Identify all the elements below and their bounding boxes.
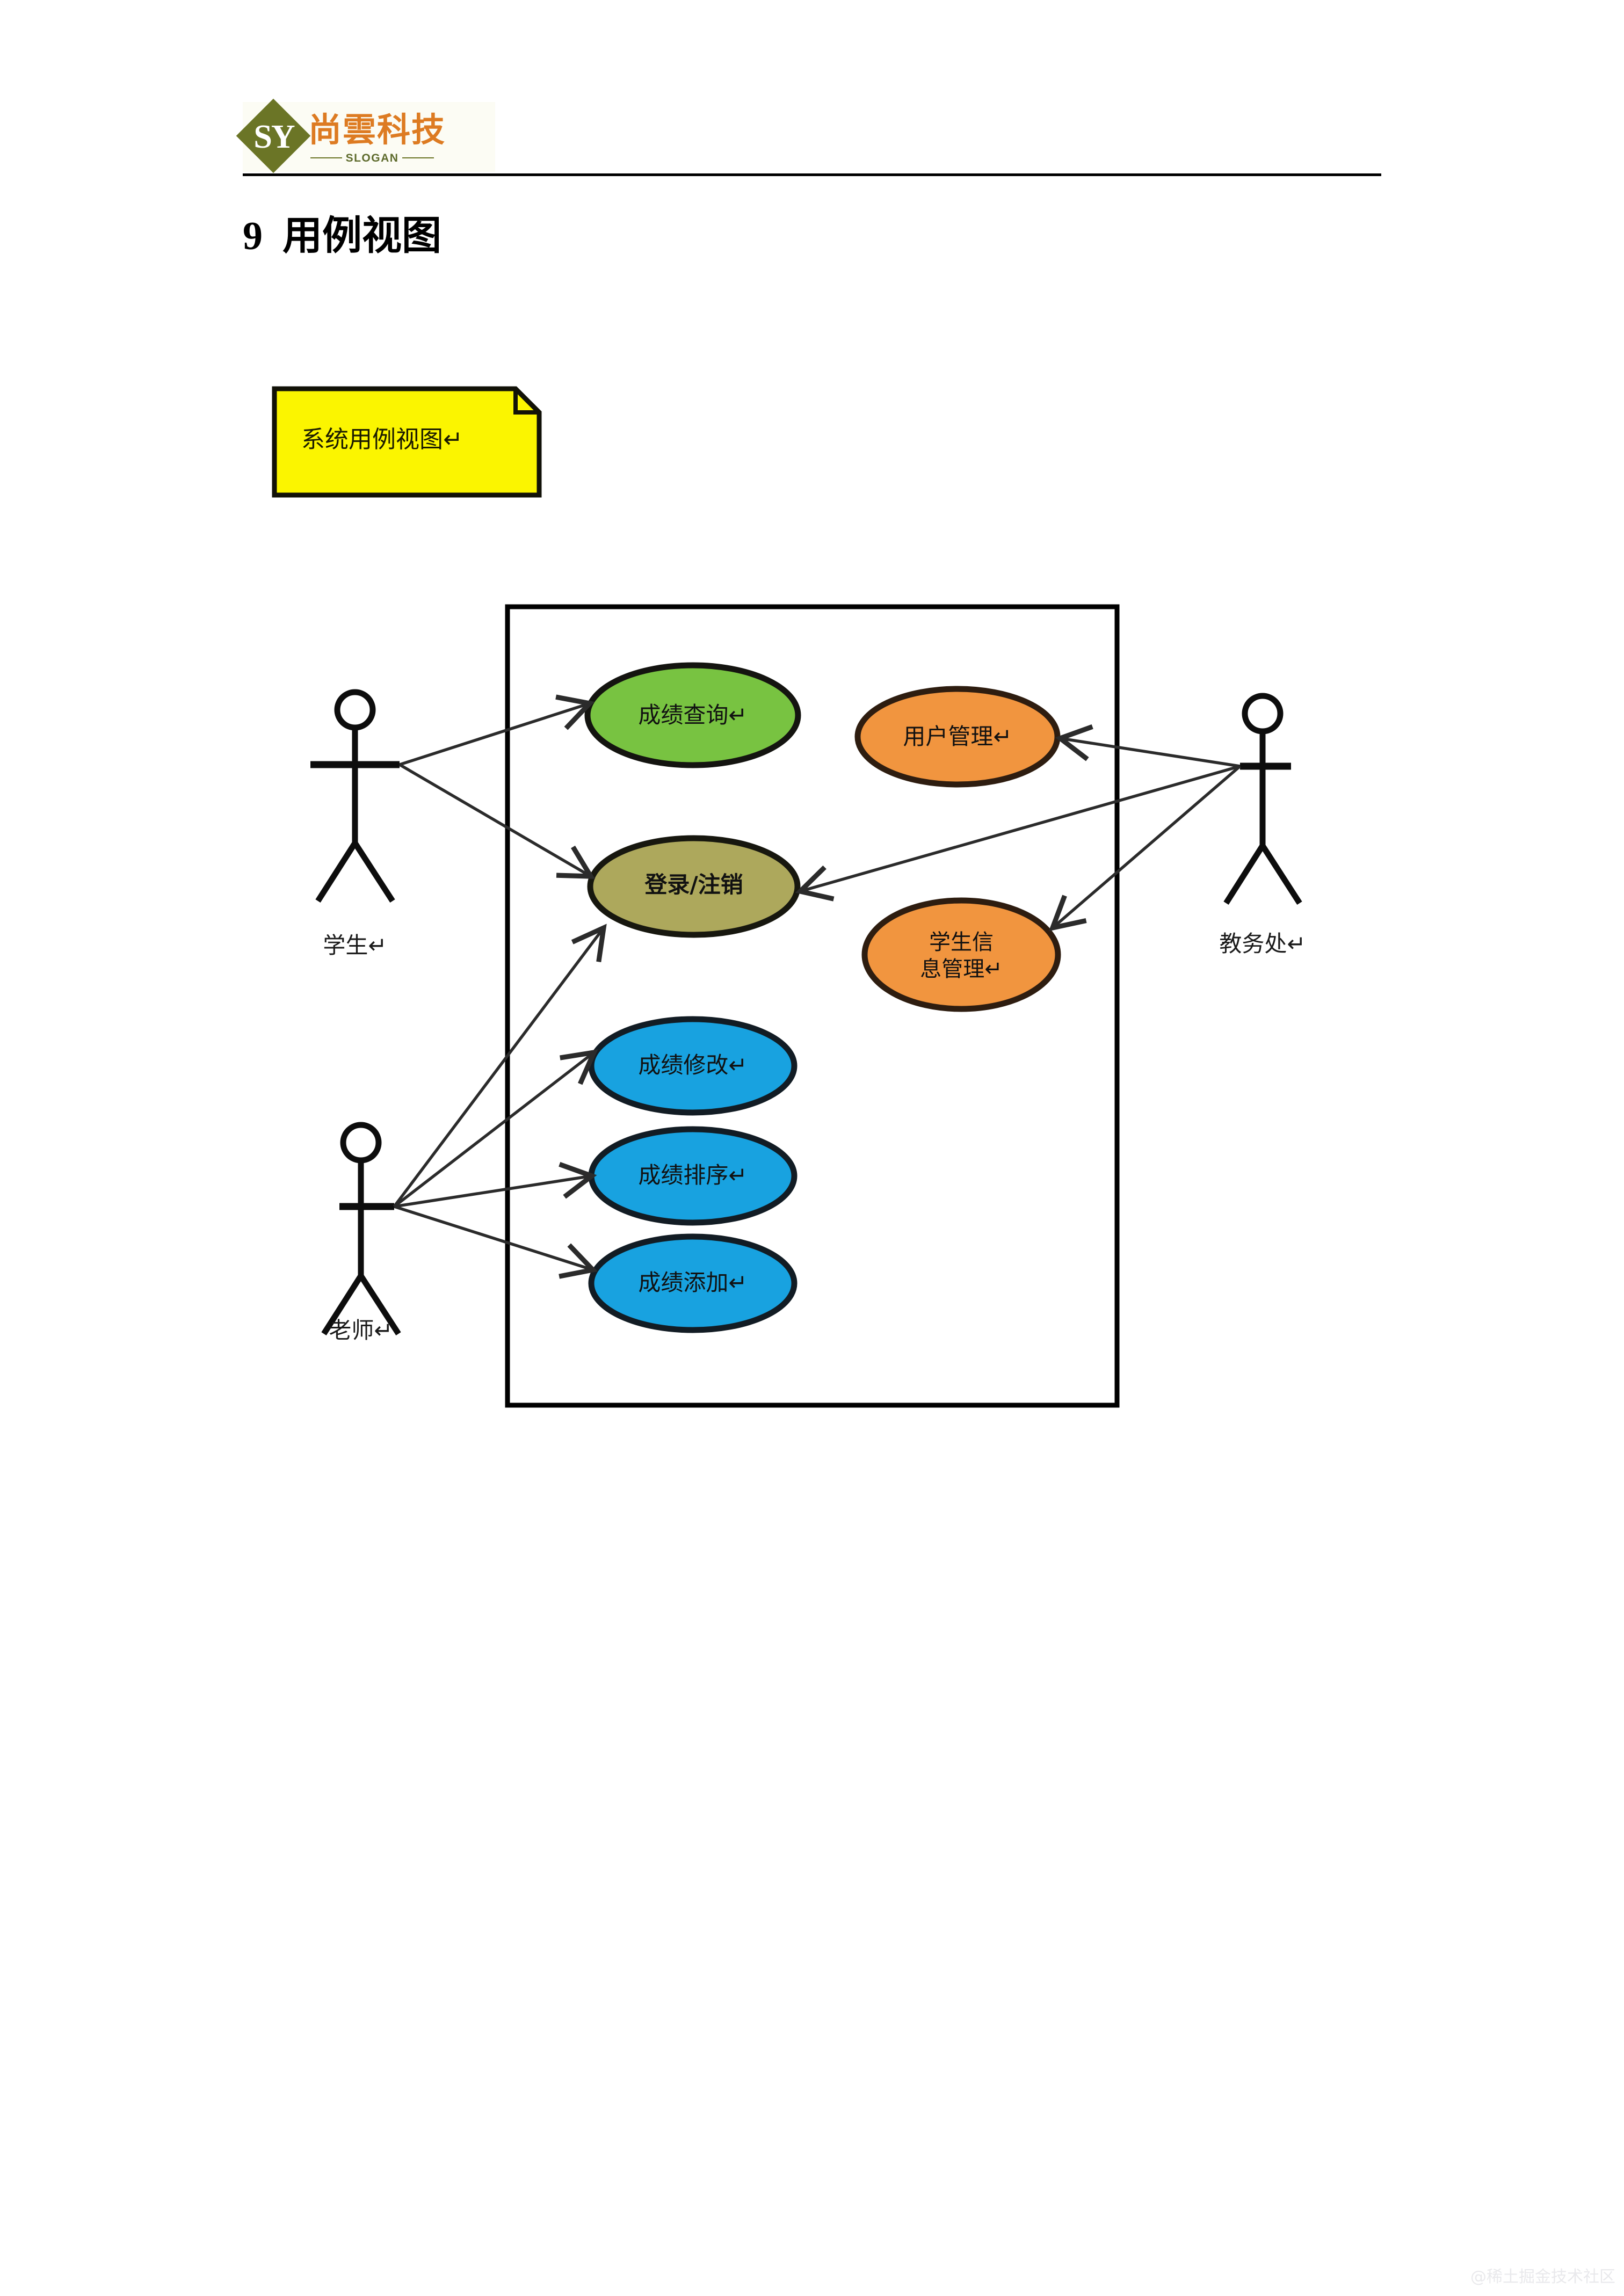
actor-label-teacher: 老师↵ (329, 1317, 393, 1343)
assoc-office-user-management (1055, 724, 1241, 768)
company-logo: SY 尚雲科技 SLOGAN (236, 98, 495, 173)
use-case-grade-query (584, 662, 801, 768)
assoc-student-login-logout (398, 763, 596, 879)
system-boundary-rect (505, 604, 1120, 1408)
actor-student (310, 689, 400, 903)
use-case-grade-edit (588, 1016, 798, 1116)
page-title: 9 用例视图 (243, 214, 441, 258)
assoc-office-student-info-mgmt (1048, 765, 1241, 932)
document-header: SY 尚雲科技 SLOGAN (236, 98, 1381, 193)
assoc-teacher-grade-add (394, 1205, 598, 1279)
use-case-grade-sort (588, 1126, 798, 1226)
assoc-teacher-grade-sort (394, 1161, 597, 1208)
logo-company-name: 尚雲科技 (308, 110, 446, 149)
logo-slogan-row: SLOGAN (310, 151, 434, 164)
logo-monogram: SY (253, 119, 295, 155)
assoc-student-grade-query (399, 694, 595, 766)
diagram-note: 系统用例视图↵ (271, 386, 542, 498)
slogan-rule-left (310, 157, 342, 158)
logo-slogan-text: SLOGAN (345, 151, 399, 164)
note-text: 系统用例视图↵ (301, 426, 463, 453)
assoc-teacher-grade-edit (393, 1049, 598, 1208)
header-divider (243, 173, 1381, 176)
use-case-grade-add (588, 1233, 798, 1333)
actor-teacher (321, 1122, 401, 1335)
use-case-user-management (854, 686, 1061, 788)
use-case-student-info-mgmt (861, 897, 1061, 1012)
slogan-rule-right (402, 157, 434, 158)
actor-academic-office (1223, 693, 1302, 905)
assoc-office-login-logout (795, 765, 1241, 902)
actor-label-academic-office: 教务处↵ (1219, 931, 1306, 957)
use-case-login-logout (587, 835, 801, 938)
watermark: @稀土掘金技术社区 (1470, 2268, 1615, 2286)
assoc-teacher-login-logout (393, 924, 607, 1208)
actor-label-student: 学生↵ (323, 932, 387, 958)
